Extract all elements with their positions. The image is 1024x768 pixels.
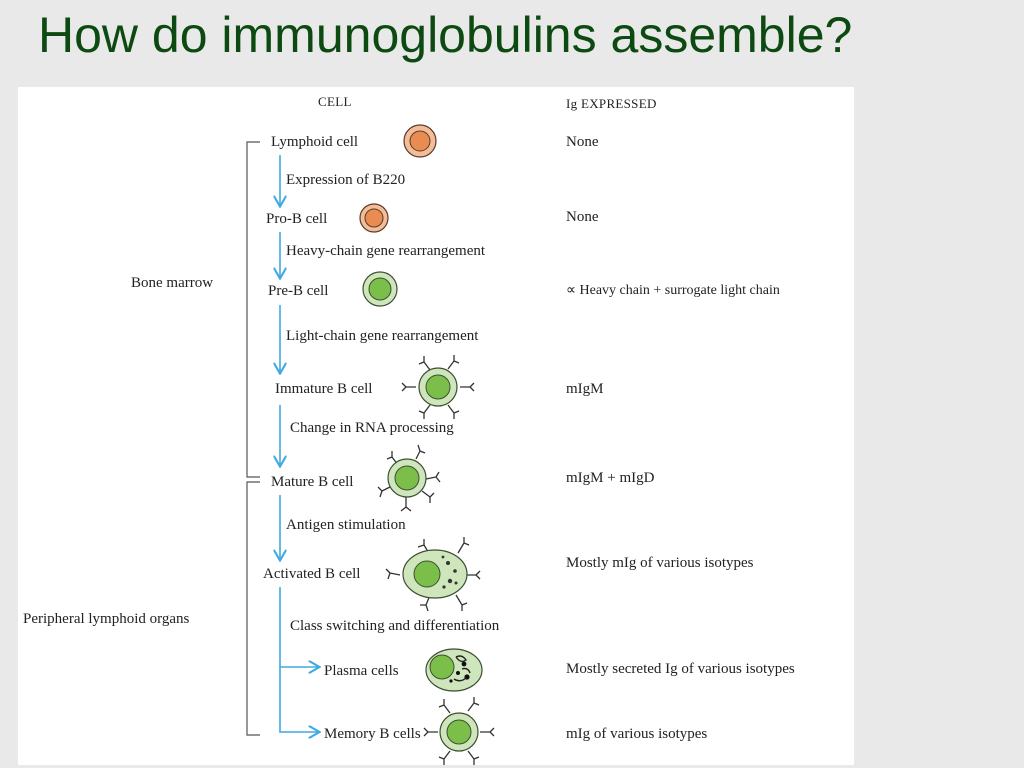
ig-column-header: Ig EXPRESSED bbox=[566, 96, 657, 111]
lymphoid-cell-icon bbox=[403, 124, 437, 158]
ig-pro-b: None bbox=[566, 209, 599, 225]
cell-name-mature-b: Mature B cell bbox=[271, 474, 354, 490]
transition-antigen-stimulation: Antigen stimulation bbox=[286, 517, 406, 533]
b-cell-development-diagram: CELL Ig EXPRESSED Bone marrow Peripheral… bbox=[18, 87, 854, 765]
cell-column-header: CELL bbox=[318, 94, 352, 109]
immature-b-cell-icon bbox=[401, 355, 475, 419]
peripheral-bracket bbox=[246, 481, 260, 736]
pro-b-cell-icon bbox=[359, 203, 389, 233]
transition-heavy-chain: Heavy-chain gene rearrangement bbox=[286, 243, 486, 259]
plasma-cell-icon bbox=[425, 648, 483, 692]
cell-name-activated-b: Activated B cell bbox=[263, 566, 361, 582]
bone-marrow-bracket bbox=[246, 141, 260, 478]
transition-expression-b220: Expression of B220 bbox=[286, 172, 406, 188]
diagram-graphics bbox=[246, 124, 495, 765]
cell-name-pro-b: Pro-B cell bbox=[266, 211, 328, 227]
pre-b-cell-icon bbox=[362, 271, 398, 307]
ig-mature-b: mIgM + mIgD bbox=[566, 470, 655, 486]
ig-activated-b: Mostly mIg of various isotypes bbox=[566, 555, 754, 571]
arrow-activated-to-memory bbox=[279, 667, 318, 732]
ig-immature-b: mIgM bbox=[566, 381, 604, 397]
cell-name-memory-b: Memory B cells bbox=[324, 726, 421, 742]
peripheral-lymphoid-organs-label: Peripheral lymphoid organs bbox=[23, 611, 190, 627]
slide-title: How do immunoglobulins assemble? bbox=[38, 7, 853, 63]
ig-plasma: Mostly secreted Ig of various isotypes bbox=[566, 661, 795, 677]
ig-memory-b: mIg of various isotypes bbox=[566, 726, 708, 742]
memory-b-cell-icon bbox=[423, 697, 495, 765]
cell-name-pre-b: Pre-B cell bbox=[268, 283, 329, 299]
cell-name-plasma: Plasma cells bbox=[324, 663, 399, 679]
cell-name-lymphoid: Lymphoid cell bbox=[271, 134, 359, 150]
activated-b-cell-icon bbox=[385, 537, 481, 612]
bone-marrow-label: Bone marrow bbox=[131, 275, 214, 291]
ig-lymphoid: None bbox=[566, 134, 599, 150]
transition-light-chain: Light-chain gene rearrangement bbox=[286, 328, 479, 344]
ig-pre-b: ∝ Heavy chain + surrogate light chain bbox=[566, 283, 780, 298]
cell-name-immature-b: Immature B cell bbox=[275, 381, 373, 397]
transition-class-switching: Class switching and differentiation bbox=[290, 618, 500, 634]
mature-b-cell-icon bbox=[377, 444, 441, 512]
transition-rna-processing: Change in RNA processing bbox=[290, 420, 454, 436]
